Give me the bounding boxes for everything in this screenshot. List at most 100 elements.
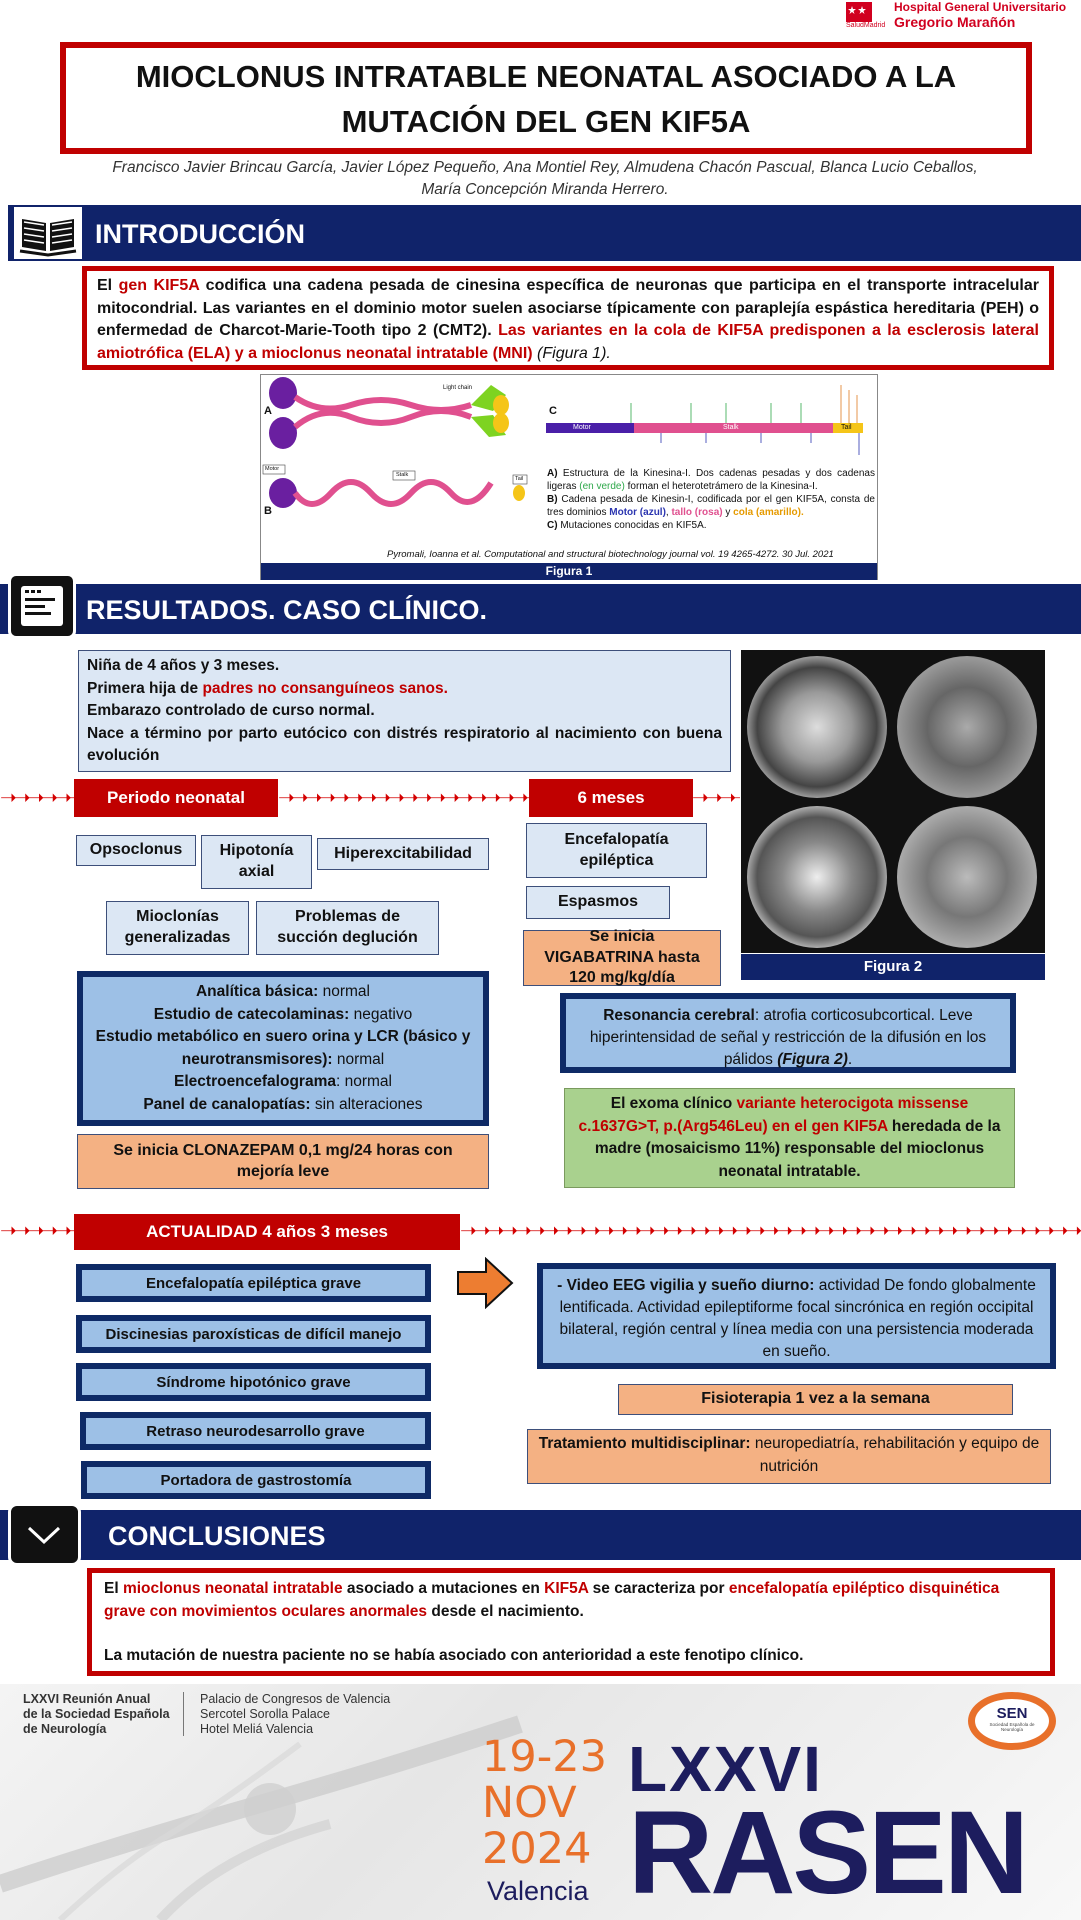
cap-c-text: Mutaciones conocidas en KIF5A.	[557, 520, 707, 531]
current-retraso: Retraso neurodesarrollo grave	[80, 1412, 431, 1450]
document-icon	[21, 586, 63, 626]
case-line1: Niña de 4 años y 3 meses.	[87, 657, 280, 674]
cap-b-tallo: tallo (rosa)	[671, 507, 723, 518]
fig1-label-c: C	[549, 405, 557, 417]
event-rasen: RASEN	[628, 1787, 1029, 1919]
vigabatrina-box: Se inicia VIGABATRINA hasta 120 mg/kg/dí…	[523, 928, 721, 986]
conclusions-box: El mioclonus neonatal intratable asociad…	[87, 1568, 1055, 1676]
cap-a-label: A)	[547, 468, 558, 479]
chevron-down-icon	[27, 1526, 61, 1545]
authors-line1: Francisco Javier Brincau García, Javier …	[112, 159, 978, 176]
neonatal-label: Periodo neonatal	[74, 779, 278, 817]
conclusions-heading: CONCLUSIONES	[108, 1521, 326, 1551]
actualidad-label: ACTUALIDAD 4 años 3 meses	[74, 1214, 460, 1250]
symptom-problemas: Problemas de succión deglución	[256, 901, 439, 955]
intro-highlight: Las variantes en la cola de KIF5A predis…	[97, 322, 1039, 362]
conc-t8: La mutación de nuestra paciente no se ha…	[104, 1647, 804, 1664]
symptom-hipotonia: Hipotonía axial	[201, 835, 312, 889]
clonazepam-box: Se inicia CLONAZEPAM 0,1 mg/24 horas con…	[77, 1134, 489, 1189]
fig1-label-a: A	[264, 405, 272, 417]
footer-banner: LXXVI Reunión Anual de la Sociedad Españ…	[0, 1684, 1081, 1920]
symptom-hiperexcitabilidad: Hiperexcitabilidad	[317, 838, 489, 870]
fig1-caption: A) Estructura de la Kinesina-I. Dos cade…	[547, 467, 875, 532]
event-roman: LXXVI	[628, 1733, 823, 1805]
case-line4: Nace a término por parto eutócico con di…	[87, 724, 722, 765]
fig1-citation: Pyromali, Ioanna et al. Computational an…	[387, 549, 834, 560]
intro-gene: gen KIF5A	[118, 277, 200, 294]
case-line2a: Primera hija de	[87, 679, 203, 697]
book-icon	[14, 207, 82, 259]
right-arrow-icon	[457, 1257, 514, 1309]
cap-a-text: Estructura de la Kinesina-I. Dos cadenas…	[547, 468, 875, 492]
intro-header-bar: INTRODUCCIÓN	[8, 205, 1081, 261]
intro-box: El gen KIF5A codifica una cadena pesada …	[82, 266, 1054, 370]
an2-label: Estudio de catecolaminas:	[153, 1005, 350, 1023]
venue-line3: Hotel Meliá Valencia	[200, 1722, 314, 1736]
cap-b-sep2: y	[722, 507, 734, 518]
exome-variant: variante heterocigota missense c.1637G>T…	[578, 1095, 969, 1135]
exome-t3: heredada de la madre (mosaicismo 11%) re…	[594, 1117, 1001, 1180]
current-gastrostomia: Portadora de gastrostomía	[81, 1461, 431, 1499]
fig1-label: Figura 1	[261, 563, 877, 580]
timeline-arrows-1c: ➝➝➝➝➝	[692, 789, 740, 807]
sen-logo: SEN Sociedad Española de Neurología	[968, 1692, 1056, 1750]
results-header-bar: RESULTADOS. CASO CLÍNICO.	[0, 573, 1081, 639]
fig1-stalk-tag: Stalk	[396, 472, 409, 478]
cap-b-label: B)	[547, 494, 558, 505]
conc-t4: KIF5A	[544, 1580, 589, 1597]
madrid-stars-icon	[846, 2, 872, 22]
timeline-arrows-1a: ➝➝➝➝➝➝➝➝	[0, 789, 76, 807]
an3-value: normal	[332, 1050, 385, 1068]
an4-value: : normal	[335, 1073, 392, 1090]
six-months-label: 6 meses	[529, 779, 693, 817]
trat-label: Tratamiento multidisciplinar:	[538, 1435, 751, 1452]
authors-line2: María Concepción Miranda Herrero.	[421, 181, 669, 198]
event-dates: 19-23 NOV 2024	[482, 1734, 607, 1872]
timeline-arrows-2a: ➝➝➝➝➝➝➝➝	[0, 1222, 76, 1240]
cap-b-text: Cadena pesada de Kinesin-I, codificada p…	[547, 494, 875, 518]
results-icon-box	[8, 573, 76, 639]
conc-t7: desde el nacimiento.	[427, 1602, 584, 1620]
fig1-label-b: B	[264, 505, 272, 517]
results-heading: RESULTADOS. CASO CLÍNICO.	[86, 595, 488, 625]
fig1-bar-stalk: Stalk	[723, 424, 739, 431]
fig1-motor-tag: Motor	[265, 466, 280, 472]
venue-line2: Sercotel Sorolla Palace	[200, 1707, 330, 1721]
cap-c-label: C)	[547, 520, 558, 531]
conc-t2: mioclonus neonatal intratable	[122, 1580, 343, 1597]
timeline-arrows-2b: ➝➝➝➝➝➝➝➝➝➝➝➝➝➝➝➝➝➝➝➝➝➝➝➝➝➝➝➝➝➝➝➝➝➝➝➝➝➝➝➝…	[460, 1222, 1081, 1240]
intro-t1: El	[97, 277, 119, 294]
current-discinesias: Discinesias paroxísticas de difícil mane…	[76, 1315, 431, 1353]
conc-t5: se caracteriza por	[588, 1580, 729, 1597]
authors: Francisco Javier Brincau García, Javier …	[40, 157, 1050, 201]
an3-label: Estudio metabólico en suero orina y LCR …	[95, 1028, 471, 1068]
meeting-line1: LXXVI Reunión Anual	[23, 1692, 151, 1706]
date-line1: 19-23	[482, 1732, 607, 1782]
meeting-line2: de la Sociedad Española	[23, 1707, 170, 1721]
case-box: Niña de 4 años y 3 meses. Primera hija d…	[78, 650, 731, 772]
figure1: A B C Light chain Motor Stalk Tail Motor…	[260, 374, 878, 580]
cap-b-cola: cola (amarillo).	[733, 507, 804, 518]
rm-text: : atrofia corticosubcortical. Leve hiper…	[589, 1007, 987, 1068]
intro-figref: (Figura 1).	[532, 344, 611, 362]
kinesin-diagram	[262, 377, 863, 508]
cap-b-motor: Motor (azul)	[609, 507, 666, 518]
fig1-tail-tag: Tail	[515, 476, 524, 482]
exome-box: El exoma clínico variante heterocigota m…	[564, 1088, 1015, 1188]
conc-t1: El	[104, 1580, 123, 1597]
symptom-mioclonias: Mioclonías generalizadas	[106, 901, 249, 955]
footer-divider	[183, 1692, 184, 1736]
fig1-light-chain: Light chain	[443, 385, 473, 391]
timeline-arrows-1b: ➝➝➝➝➝➝➝➝➝➝➝➝➝➝➝➝➝➝➝➝➝➝➝➝➝➝	[278, 789, 530, 807]
venue-info: Palacio de Congresos de Valencia Sercote…	[200, 1692, 390, 1737]
sen-logo-text: SEN	[996, 1705, 1028, 1722]
an4-label: Electroencefalograma	[174, 1073, 336, 1090]
title-box: MIOCLONUS INTRATABLE NEONATAL ASOCIADO A…	[60, 42, 1032, 154]
date-line3: 2024	[482, 1824, 592, 1874]
eeg-box: - Video EEG vigilia y sueño diurno: acti…	[537, 1263, 1056, 1369]
current-hipotonico: Síndrome hipotónico grave	[76, 1363, 431, 1401]
conc-t3: asociado a mutaciones en	[342, 1580, 545, 1597]
date-line2: NOV	[482, 1778, 577, 1828]
title-line1: MIOCLONUS INTRATABLE NEONATAL ASOCIADO A…	[135, 59, 957, 94]
event-city: Valencia	[487, 1876, 589, 1906]
